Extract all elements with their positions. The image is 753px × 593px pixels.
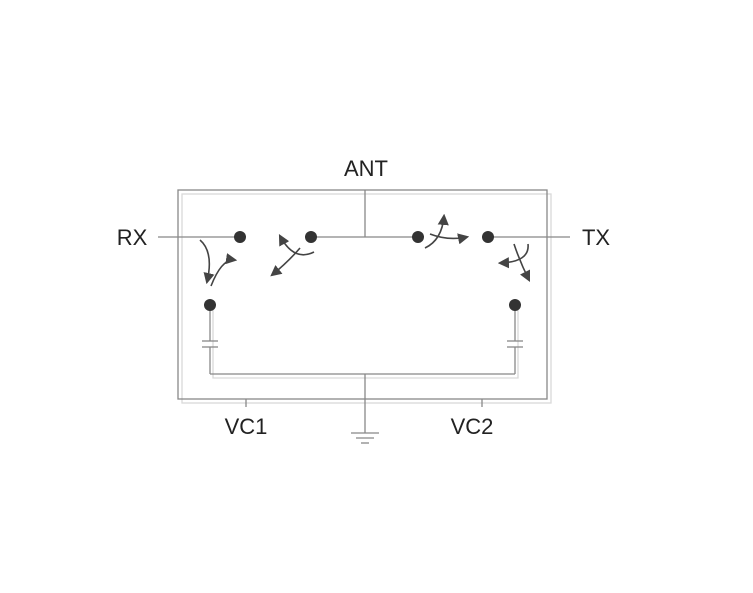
tx-series-arrow-up xyxy=(424,213,449,249)
package-outline xyxy=(177,189,548,400)
ant-tx-node xyxy=(412,231,424,243)
rx-node xyxy=(234,231,246,243)
tx-shunt-arrow-down xyxy=(513,243,531,283)
tx-series-arrow-right xyxy=(429,233,470,245)
tx-shunt-arrow-left xyxy=(497,243,529,269)
rx-shunt-arrow-right xyxy=(210,253,238,287)
ant-label: ANT xyxy=(344,156,388,181)
wiring xyxy=(158,189,570,444)
ant-rx-node xyxy=(305,231,317,243)
tx-shunt-node xyxy=(509,299,521,311)
tx-node xyxy=(482,231,494,243)
shadow-layer xyxy=(181,193,552,404)
switch-arrows xyxy=(199,213,531,287)
rx-shunt-arrow-down xyxy=(199,239,215,285)
rx-series-arrow-down xyxy=(270,247,301,277)
rx-label: RX xyxy=(117,225,148,250)
tx-label: TX xyxy=(582,225,610,250)
switch-nodes xyxy=(204,231,521,311)
rx-shunt-node xyxy=(204,299,216,311)
labels: ANT RX TX VC1 VC2 xyxy=(117,156,611,439)
vc2-label: VC2 xyxy=(451,414,494,439)
vc1-label: VC1 xyxy=(225,414,268,439)
